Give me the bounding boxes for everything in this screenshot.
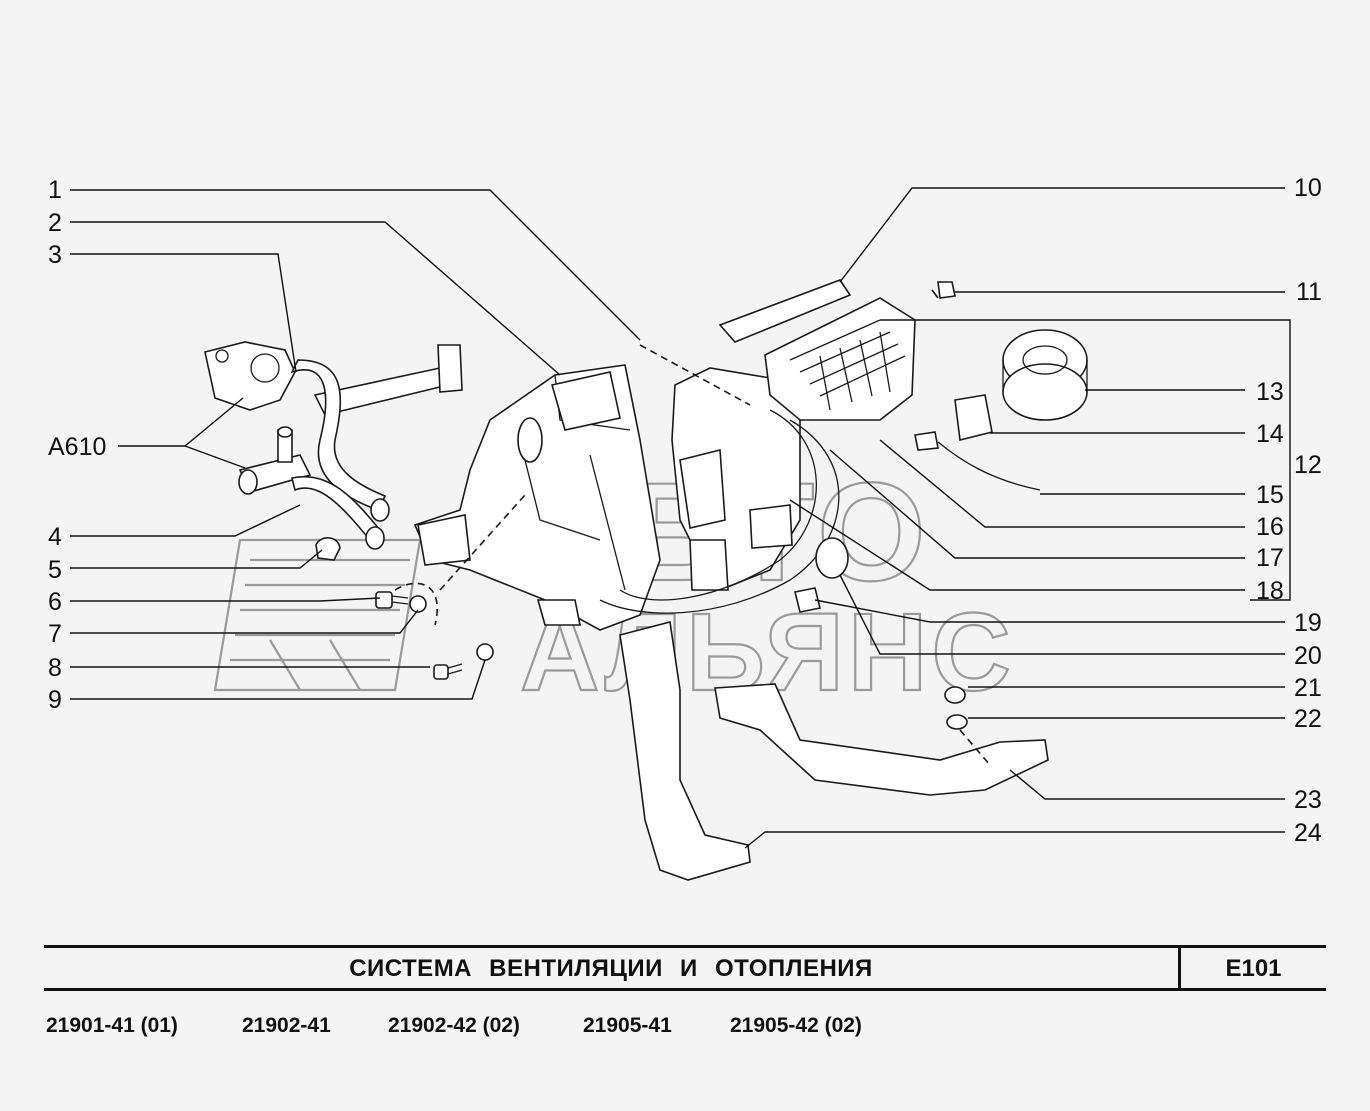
callout-18: 18 — [1256, 577, 1284, 605]
callout-21: 21 — [1294, 674, 1322, 702]
diagram-code: E101 — [1225, 955, 1282, 982]
resistor — [954, 394, 993, 441]
screw-11 — [931, 281, 956, 299]
model-5: 21905-42 (02) — [730, 1014, 862, 1037]
title-divider — [1178, 948, 1181, 988]
control-knob — [815, 537, 849, 579]
callout-6: 6 — [48, 588, 62, 616]
callout-a610: A610 — [48, 433, 106, 461]
callout-1: 1 — [48, 176, 62, 204]
callout-14: 14 — [1256, 420, 1284, 448]
leader-lines — [70, 187, 1291, 849]
blower-housing — [671, 297, 916, 591]
heater-tap-assembly — [204, 341, 463, 495]
sensor — [914, 431, 939, 451]
sensor-wire — [937, 441, 1041, 491]
callout-13: 13 — [1256, 378, 1284, 406]
assembly-line-1 — [639, 344, 751, 406]
model-4: 21905-41 — [583, 1014, 672, 1037]
nut-21 — [944, 686, 966, 704]
air-duct-right — [714, 683, 1049, 796]
callouts-right: 10 11 12 13 14 15 16 17 18 19 20 21 22 2… — [1256, 174, 1322, 847]
blower-motor — [1002, 329, 1088, 421]
callout-22: 22 — [1294, 705, 1322, 733]
control-cap — [794, 587, 821, 613]
model-2: 21902-41 — [242, 1014, 331, 1037]
diagram-title: СИСТЕМА ВЕНТИЛЯЦИИ И ОТОПЛЕНИЯ — [349, 955, 873, 982]
assembly-line-3 — [959, 729, 991, 766]
callout-23: 23 — [1294, 786, 1322, 814]
callout-8: 8 — [48, 654, 62, 682]
callout-16: 16 — [1256, 513, 1284, 541]
callout-3: 3 — [48, 241, 62, 269]
callout-17: 17 — [1256, 544, 1284, 572]
callout-15: 15 — [1256, 481, 1284, 509]
callout-19: 19 — [1294, 609, 1322, 637]
title-block: СИСТЕМА ВЕНТИЛЯЦИИ И ОТОПЛЕНИЯ E101 — [44, 945, 1326, 991]
callout-9: 9 — [48, 686, 62, 714]
callout-11: 11 — [1296, 278, 1322, 306]
callout-20: 20 — [1294, 642, 1322, 670]
callout-5: 5 — [48, 556, 62, 584]
callout-4: 4 — [48, 523, 62, 551]
heater-housing — [413, 364, 661, 631]
hose-parts — [290, 359, 390, 550]
callouts-left: 1 2 3 A610 4 5 6 7 8 9 — [48, 176, 106, 714]
parts-diagram: АВТО АЛЬЯНС 1 2 3 A610 4 5 6 7 8 9 10 11… — [48, 174, 1322, 881]
assembly-line-2 — [439, 494, 526, 591]
callout-7: 7 — [48, 620, 62, 648]
air-duct-left — [619, 621, 751, 881]
model-3: 21902-42 (02) — [388, 1014, 520, 1037]
callout-10: 10 — [1294, 174, 1322, 202]
cabin-filter — [718, 279, 852, 343]
parts-drawing — [204, 279, 1088, 881]
callout-2: 2 — [48, 209, 62, 237]
hose-clamp — [315, 537, 341, 561]
washer-22 — [946, 714, 968, 730]
control-cables — [599, 409, 840, 614]
model-1: 21901-41 (01) — [46, 1014, 178, 1037]
callout-24: 24 — [1294, 819, 1322, 847]
assembly-line-4 — [394, 582, 438, 626]
callout-12: 12 — [1294, 451, 1322, 479]
